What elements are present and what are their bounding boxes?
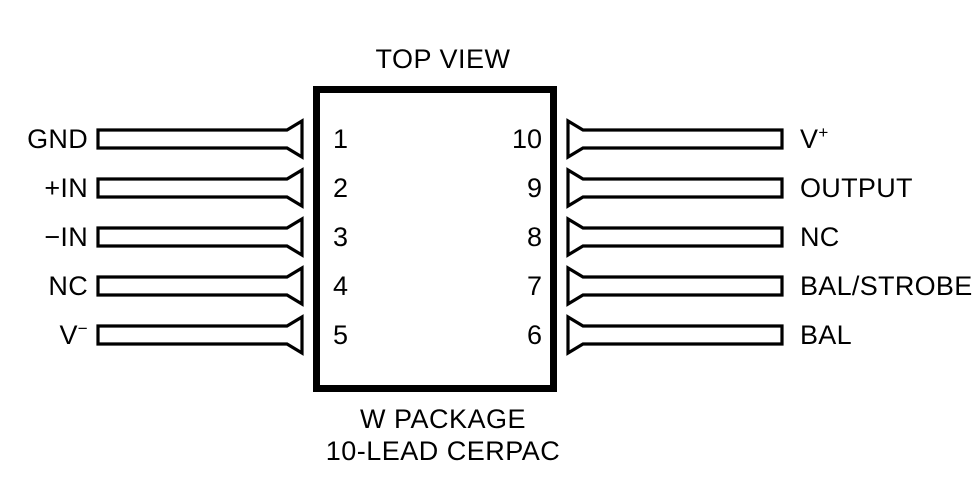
signal-label-pin-1: GND xyxy=(27,124,88,154)
pin-number-9: 9 xyxy=(527,173,542,203)
signal-label-pin-9: OUTPUT xyxy=(800,173,913,203)
package-caption-line-1: W PACKAGE xyxy=(360,404,526,434)
lead-pin-7 xyxy=(566,265,784,307)
package-body xyxy=(313,86,557,392)
pin-number-4: 4 xyxy=(333,271,348,301)
lead-pin-9 xyxy=(566,167,784,209)
right-signal-labels: V+ OUTPUT NC BAL/STROBE BAL xyxy=(800,123,973,350)
lead-pin-6 xyxy=(566,314,784,356)
lead-pin-3 xyxy=(96,216,304,258)
signal-label-pin-4: NC xyxy=(48,271,88,301)
pin-number-1: 1 xyxy=(333,124,348,154)
pin-number-6: 6 xyxy=(527,320,542,350)
left-leads-group xyxy=(96,118,304,356)
pin-number-5: 5 xyxy=(333,320,348,350)
lead-pin-1 xyxy=(96,118,304,160)
signal-label-pin-2: +IN xyxy=(44,173,88,203)
signal-label-pin-6: BAL xyxy=(800,320,852,350)
left-signal-labels: GND +IN −IN NC V− xyxy=(27,124,88,350)
pin-number-2: 2 xyxy=(333,173,348,203)
signal-label-pin-3: −IN xyxy=(44,222,88,252)
package-caption-line-2: 10-LEAD CERPAC xyxy=(326,436,561,466)
signal-label-pin-7: BAL/STROBE xyxy=(800,271,973,301)
lead-pin-4 xyxy=(96,265,304,307)
right-pin-numbers: 10 9 8 7 6 xyxy=(512,124,542,350)
right-leads-group xyxy=(566,118,784,356)
lead-pin-10 xyxy=(566,118,784,160)
pin-number-8: 8 xyxy=(527,222,542,252)
lead-pin-2 xyxy=(96,167,304,209)
lead-pin-8 xyxy=(566,216,784,258)
top-view-title: TOP VIEW xyxy=(375,44,510,74)
lead-pin-5 xyxy=(96,314,304,356)
signal-label-pin-8: NC xyxy=(800,222,840,252)
left-pin-numbers: 1 2 3 4 5 xyxy=(333,124,348,350)
pin-number-7: 7 xyxy=(527,271,542,301)
signal-label-pin-5: V− xyxy=(59,319,88,350)
pin-number-3: 3 xyxy=(333,222,348,252)
signal-label-pin-10: V+ xyxy=(800,123,829,154)
pin-number-10: 10 xyxy=(512,124,542,154)
